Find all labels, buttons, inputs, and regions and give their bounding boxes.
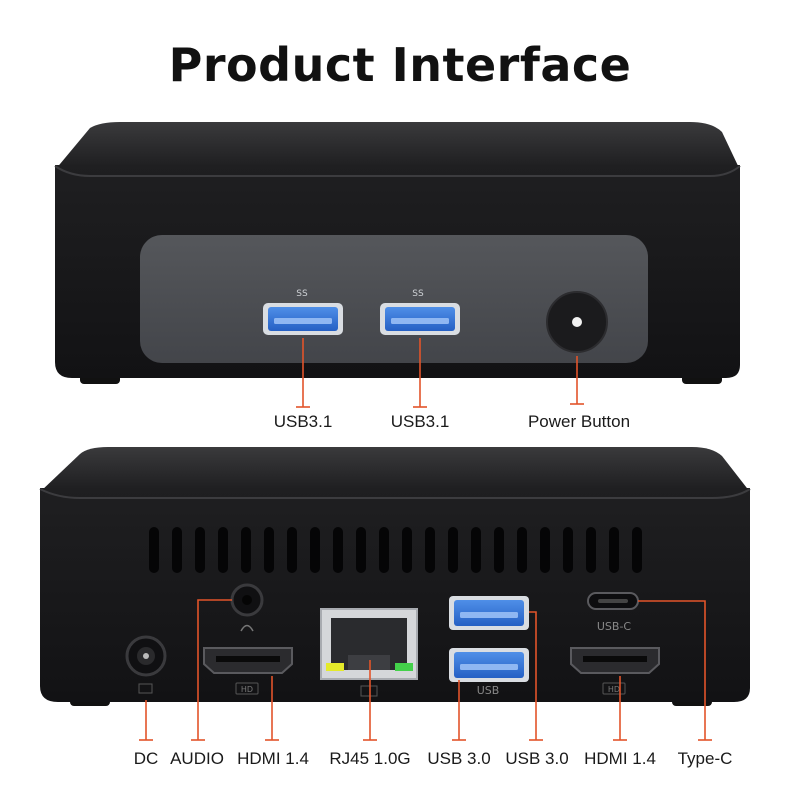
label-dc: DC [133,749,159,768]
front-usb-port-2: SS [380,289,460,335]
label-hdmi-2: HDMI 1.4 [584,749,656,768]
rear-top-face [40,447,750,492]
network-icon [360,685,378,697]
label-usb31-1: USB3.1 [273,412,333,431]
front-unit: SS SS [54,122,741,408]
label-hdmi-1: HDMI 1.4 [237,749,309,768]
label-usb30-2: USB 3.0 [505,749,569,768]
rear-usb-port-1 [449,596,529,630]
label-audio: AUDIO [170,749,224,768]
front-top-face [55,122,740,170]
label-type-c: Type-C [677,749,733,768]
front-leader-lines [296,338,584,408]
hd-icon-2: HD [608,685,620,694]
power-button [546,291,608,353]
usb-marking: USB [477,684,500,697]
label-power-button: Power Button [527,412,631,431]
rj45-port [320,608,418,697]
page-title: Product Interface [168,38,632,92]
hdmi-port-1: HD [203,647,293,695]
dc-jack [125,635,167,694]
front-usb-port-1: SS [263,289,343,335]
usbc-marking: USB-C [597,620,632,633]
rear-leader-lines [139,599,712,741]
rear-unit: HD USB USB-C [39,447,751,741]
rear-usb-port-2: USB [449,648,529,697]
headphone-icon [240,624,254,632]
label-usb31-2: USB3.1 [390,412,450,431]
label-usb30-1: USB 3.0 [427,749,491,768]
ss-usb-icon-2: SS [412,289,424,299]
ss-usb-icon-1: SS [296,289,308,299]
hd-icon-1: HD [241,685,253,694]
audio-jack [230,583,264,632]
rear-vents [149,527,642,573]
label-rj45: RJ45 1.0G [329,749,411,768]
dc-icon [138,683,153,694]
hdmi-port-2: HD [570,647,660,695]
